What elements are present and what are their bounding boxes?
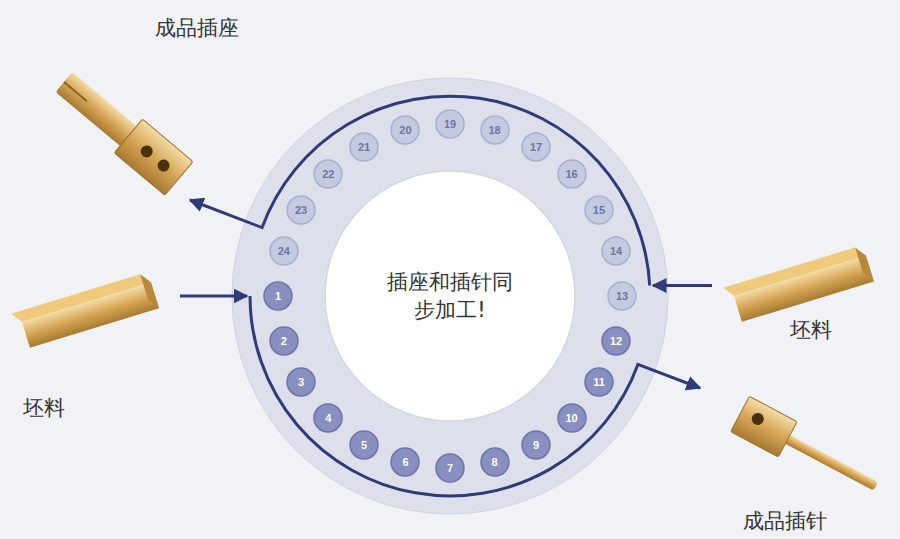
station-number: 5 <box>361 439 367 451</box>
station-number: 4 <box>325 412 331 424</box>
station-number: 1 <box>275 290 281 302</box>
station-circle: 20 <box>390 115 420 145</box>
station-number: 16 <box>565 168 577 180</box>
station-circle: 15 <box>584 195 614 225</box>
part-label: 成品插座 <box>155 14 239 42</box>
station-number: 12 <box>610 335 622 347</box>
input-arrow <box>180 295 247 298</box>
station-circle: 5 <box>349 430 379 460</box>
station-number: 7 <box>447 462 453 474</box>
station-circle: 19 <box>435 109 465 139</box>
station-circle: 11 <box>584 367 614 397</box>
station-number: 21 <box>358 141 370 153</box>
station-number: 11 <box>593 376 605 388</box>
station-number: 15 <box>593 204 605 216</box>
station-circle: 17 <box>521 132 551 162</box>
station-circle: 14 <box>601 236 631 266</box>
station-circle: 7 <box>435 453 465 483</box>
station-number: 23 <box>295 204 307 216</box>
station-number: 19 <box>444 118 456 130</box>
station-circle: 18 <box>480 115 510 145</box>
station-number: 9 <box>533 439 539 451</box>
station-circle: 6 <box>390 447 420 477</box>
station-number: 13 <box>616 290 628 302</box>
station-number: 14 <box>610 245 622 257</box>
station-circle: 2 <box>269 326 299 356</box>
part-label: 坯料 <box>23 394 65 422</box>
socket-part <box>50 65 193 195</box>
station-circle: 23 <box>286 195 316 225</box>
station-number: 18 <box>488 124 500 136</box>
circle-outline <box>324 170 576 422</box>
input-arrow <box>653 284 712 287</box>
station-circle: 3 <box>286 367 316 397</box>
blank-bar <box>11 272 159 350</box>
part-label: 坯料 <box>790 316 832 344</box>
station-circle: 21 <box>349 132 379 162</box>
pin-part <box>731 396 886 504</box>
part-label: 成品插针 <box>743 507 827 535</box>
station-circle: 22 <box>313 159 343 189</box>
station-circle: 16 <box>557 159 587 189</box>
rotary-table <box>232 78 668 514</box>
station-circle: 8 <box>480 447 510 477</box>
center-circle: 插座和插针同步加工! <box>324 170 576 422</box>
station-number: 8 <box>491 456 497 468</box>
station-circle: 1 <box>263 281 293 311</box>
blank-bar <box>723 245 874 324</box>
station-circle: 9 <box>521 430 551 460</box>
station-number: 2 <box>281 335 287 347</box>
station-number: 20 <box>399 124 411 136</box>
station-circle: 4 <box>313 403 343 433</box>
station-circle: 10 <box>557 403 587 433</box>
station-circle: 12 <box>601 326 631 356</box>
center-text: 插座和插针同步加工! <box>386 268 514 325</box>
station-circle: 13 <box>607 281 637 311</box>
station-number: 22 <box>322 168 334 180</box>
station-number: 24 <box>278 245 290 257</box>
station-number: 17 <box>530 141 542 153</box>
station-number: 10 <box>565 412 577 424</box>
station-number: 6 <box>402 456 408 468</box>
station-circle: 24 <box>269 236 299 266</box>
station-number: 3 <box>298 376 304 388</box>
